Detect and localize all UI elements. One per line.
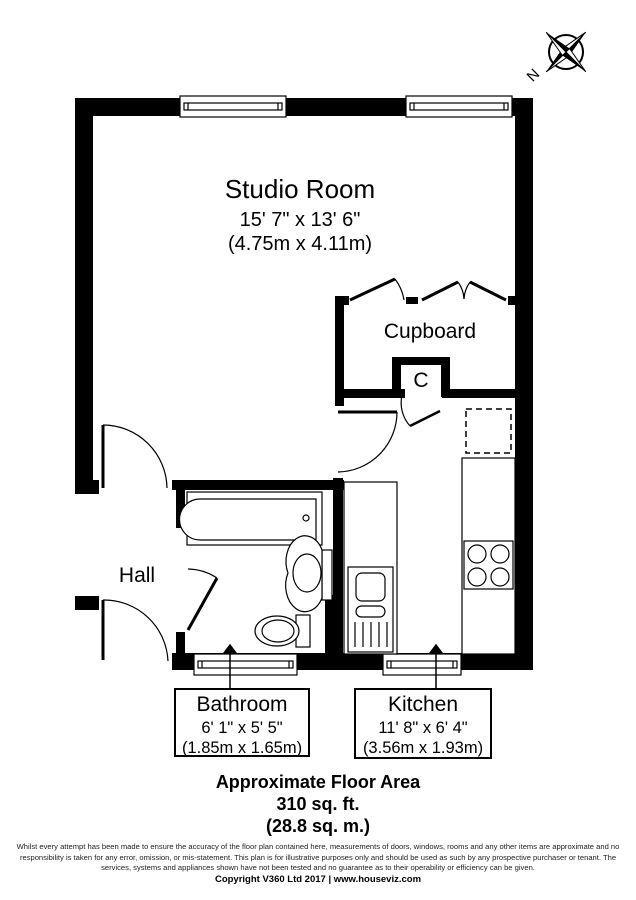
window-kitchen <box>382 653 462 676</box>
bathroom-metric: (1.85m x 1.65m) <box>181 739 303 757</box>
disclaimer-text: Whilst every attempt has been made to en… <box>16 842 620 872</box>
washbasin <box>285 535 333 613</box>
label-pointers <box>222 643 444 688</box>
kitchen-metric: (3.56m x 1.93m) <box>362 739 484 757</box>
window-studio-right <box>405 95 513 118</box>
hall-label: Hall <box>118 564 156 587</box>
bathroom-imperial: 6' 1" x 5' 5" <box>201 719 283 737</box>
door-cupboard-left <box>349 277 405 302</box>
door-hall-upper <box>101 424 168 489</box>
door-kitchen <box>337 410 398 473</box>
studio-room-imperial: 15' 7" x 13' 6" <box>239 209 361 231</box>
closet-label: C <box>413 369 429 392</box>
sink <box>347 566 394 653</box>
window-studio-left <box>179 95 287 118</box>
bathroom-name: Bathroom <box>196 693 288 716</box>
studio-room-name: Studio Room <box>224 174 376 204</box>
bathtub <box>178 491 323 546</box>
appliance-space <box>465 408 512 454</box>
kitchen-fixtures <box>343 408 516 655</box>
floor-area-imperial: 310 sq. ft. <box>276 794 360 814</box>
kitchen-imperial: 11' 8" x 6' 4" <box>378 719 468 737</box>
door-bathroom <box>186 568 219 631</box>
door-hall-lower <box>101 599 169 662</box>
kitchen-name: Kitchen <box>387 693 459 716</box>
cupboard-label: Cupboard <box>383 320 477 343</box>
copyright-text: Copyright V360 Ltd 2017 | www.houseviz.c… <box>214 874 422 885</box>
window-bathroom <box>193 653 298 676</box>
floor-area-title: Approximate Floor Area <box>215 772 421 792</box>
kitchen-label-box: Kitchen 11' 8" x 6' 4" (3.56m x 1.93m) <box>354 688 492 759</box>
door-cupboard-right <box>421 280 507 302</box>
studio-room-metric: (4.75m x 4.11m) <box>227 233 373 255</box>
toilet <box>254 614 311 648</box>
windows <box>179 95 513 676</box>
doors <box>101 277 507 662</box>
bathroom-label-box: Bathroom 6' 1" x 5' 5" (1.85m x 1.65m) <box>174 688 310 757</box>
floor-area-metric: (28.8 sq. m.) <box>265 816 371 836</box>
door-closet <box>400 394 441 428</box>
bathroom-fixtures <box>178 491 333 648</box>
hob <box>463 540 514 590</box>
compass-rose-icon <box>545 31 587 73</box>
